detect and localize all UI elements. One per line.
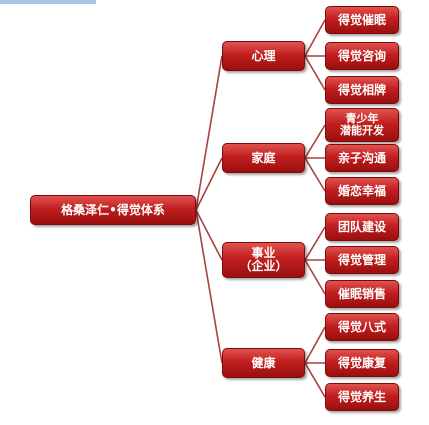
connector-root-jiankang [195,209,223,364]
root-node: 格桑泽仁•得觉体系 [30,195,196,225]
leaf-node-dejue-xiangpai: 得觉相牌 [325,76,399,104]
connector-jiating-leaf3 [304,157,326,192]
connector-shiye-leaf3 [304,259,326,295]
branch-node-xinli: 心理 [222,41,305,71]
leaf-node-dejue-cuimian: 得觉催眠 [325,6,399,34]
leaf-node-dejue-guanli: 得觉管理 [325,246,399,274]
connector-shiye-leaf1 [304,226,326,261]
leaf-node-dejue-zixun: 得觉咨询 [325,42,399,70]
leaf-node-qingshaonian: 青少年 潜能开发 [325,108,399,142]
branch-node-shiye: 事业 （企业） [222,242,305,278]
leaf-node-cuimian-xiaoshou: 催眠销售 [325,280,399,308]
connector-xinli-leaf1 [304,19,326,57]
leaf-node-hunlian-xingfu: 婚恋幸福 [325,177,399,205]
connector-jiankang-leaf3 [304,362,326,398]
connector-root-shiye [195,209,223,261]
connector-jiating-leaf1 [304,124,326,159]
leaf-node-dejue-bashi: 得觉八式 [325,313,399,341]
leaf-node-dejue-yangsheng: 得觉养生 [325,383,399,411]
leaf-node-qinzi-goutong: 亲子沟通 [325,144,399,172]
connector-root-xinli [195,55,223,211]
connector-jiankang-leaf1 [304,326,326,364]
branch-node-jiating: 家庭 [222,143,305,173]
leaf-node-tuandui-jianshe: 团队建设 [325,213,399,241]
leaf-node-dejue-kangfu: 得觉康复 [325,349,399,377]
branch-node-jiankang: 健康 [222,348,305,378]
connector-xinli-leaf3 [304,55,326,91]
top-accent-bar [0,0,96,4]
connector-root-jiating [195,157,223,211]
